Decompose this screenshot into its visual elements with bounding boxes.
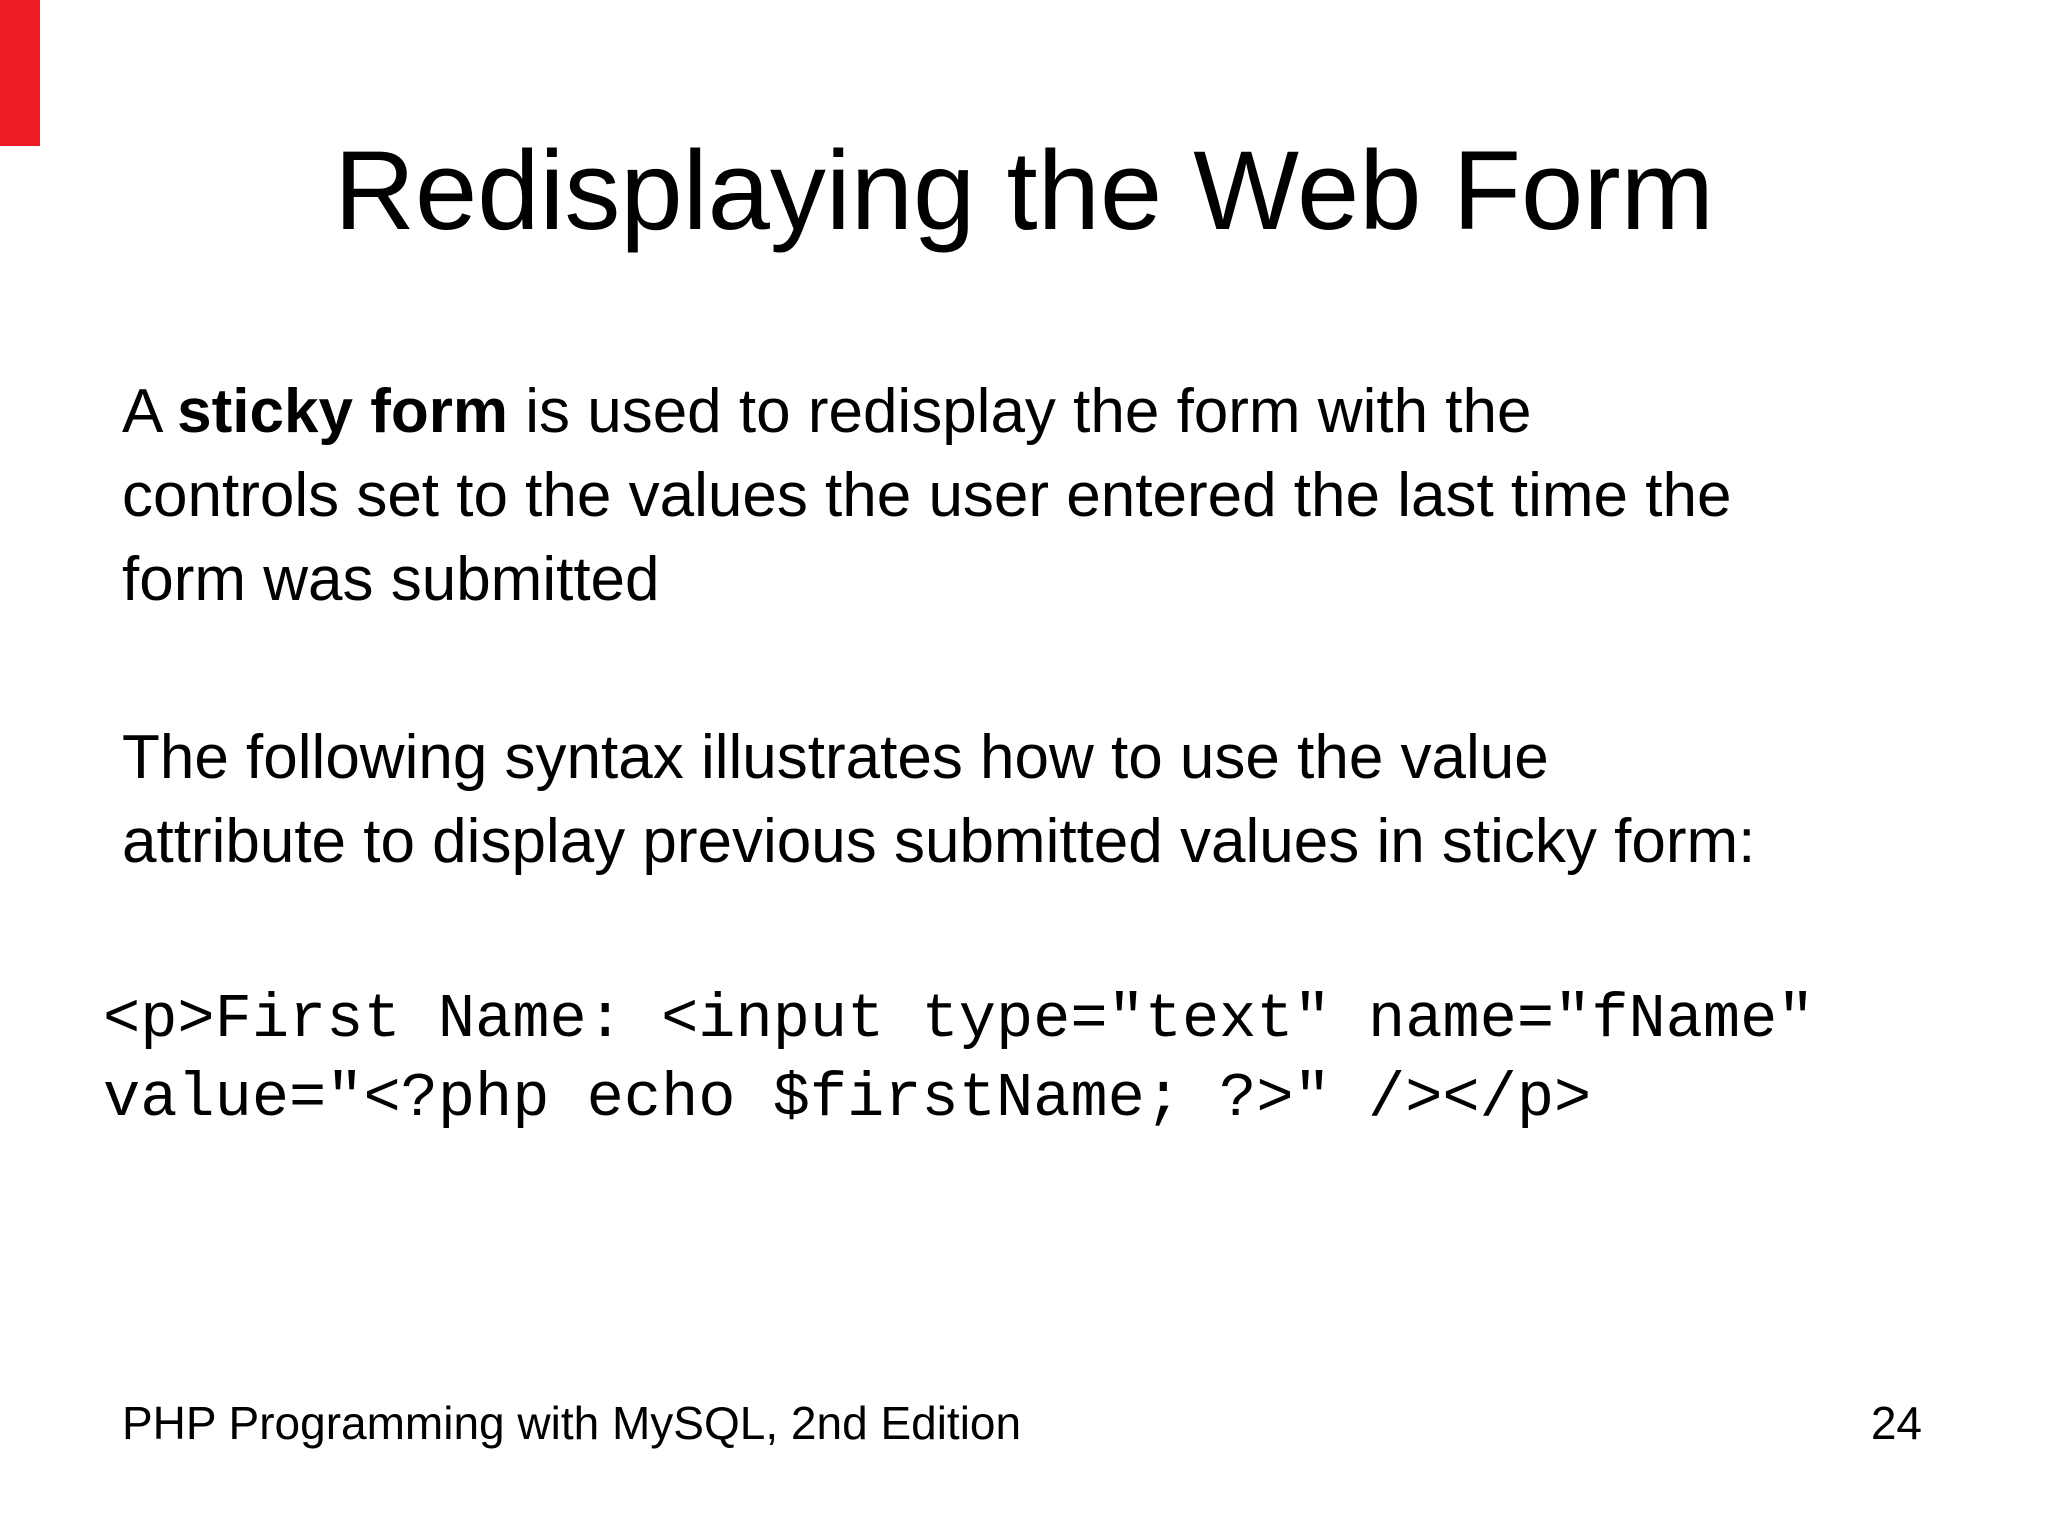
paragraph-line: The following syntax illustrates how to …	[122, 723, 1549, 792]
paragraph-text: A	[122, 377, 178, 446]
paragraph-line: form was submitted	[122, 545, 660, 614]
footer-page-number: 24	[1870, 1397, 1922, 1449]
paragraph-line: attribute to display previous submitted …	[122, 807, 1756, 876]
slide-title: Redisplaying the Web Form	[334, 128, 1714, 253]
red-accent-bar	[0, 0, 40, 146]
paragraph-line: A sticky form is used to redisplay the f…	[122, 370, 1988, 454]
code-line: <p>First Name: <input type="text" name="…	[103, 984, 1815, 1055]
paragraph-line: controls set to the values the user ente…	[122, 461, 1732, 530]
code-line: value="<?php echo $firstName; ?>" /></p>	[103, 1063, 1592, 1134]
code-sample: <p>First Name: <input type="text" name="…	[103, 980, 1814, 1138]
footer-book-title: PHP Programming with MySQL, 2nd Edition	[122, 1397, 1022, 1449]
paragraph-sticky-form: A sticky form is used to redisplay the f…	[122, 370, 1988, 622]
sticky-form-term: sticky form	[177, 377, 508, 446]
paragraph-syntax-intro: The following syntax illustrates how to …	[122, 716, 1988, 884]
paragraph-text: is used to redisplay the form with the	[507, 377, 1532, 446]
